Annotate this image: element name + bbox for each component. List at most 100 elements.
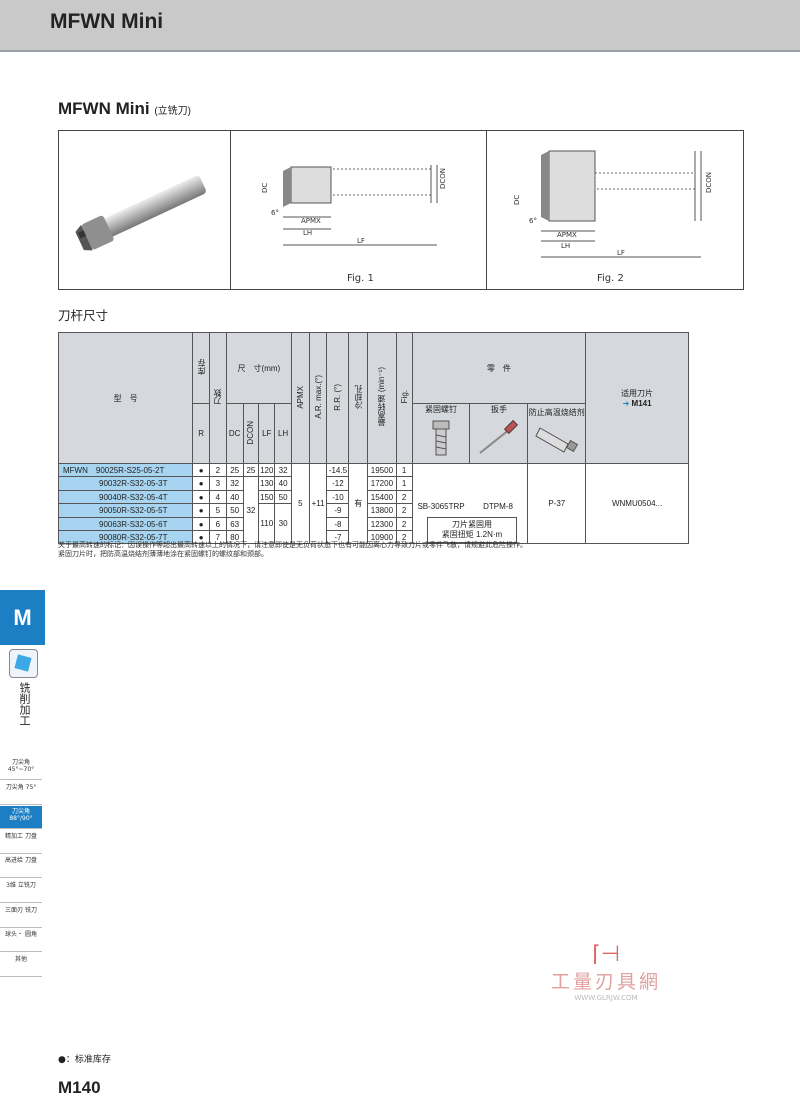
cell-lf: 130 — [258, 476, 276, 491]
cell-dcon: 25 — [242, 463, 260, 477]
arrow-right-icon: ➔ — [622, 399, 630, 408]
cell-rpm: 13800 — [367, 503, 397, 518]
figure-panel: DCON DC 6° APMX LH LF Fig. 1 DCON DC 6° … — [58, 130, 744, 290]
cell-rpm: 19500 — [367, 463, 397, 477]
cell-model-code: 90063R-S32-05-6T — [99, 519, 168, 529]
watermark-logo-icon: ⌈⊣ — [592, 942, 620, 967]
th-parts: 零 件 — [411, 332, 587, 404]
th-insert: 适用刀片 ➔ M141 — [585, 332, 689, 464]
note-1: 关于最高转速的标记：因误操作等超出最高转速以上的情况下，请注意即使是无负荷状态下… — [58, 541, 527, 549]
cell-z: 2 — [209, 463, 227, 477]
cell-model: 90080R-S32-05-7T — [57, 530, 194, 544]
watermark-text: 工量刃具網 — [550, 971, 661, 993]
watermark-url: WWW.GLRJW.COM — [574, 994, 638, 1002]
sidebar-item[interactable]: 精加工 刀盘 — [0, 831, 42, 854]
cell-stock: ● — [192, 530, 210, 544]
label-dcon: DCON — [705, 172, 713, 193]
fig1-caption: Fig. 1 — [347, 273, 374, 284]
cell-dc: 32 — [225, 476, 244, 491]
tube-icon — [535, 427, 578, 453]
cell-model: 90040R-S32-05-4T — [57, 490, 194, 504]
th-compound: 防止高温烧结剂 — [527, 403, 587, 464]
cell-dc: 25 — [225, 463, 244, 477]
cell-fig: 1 — [395, 476, 413, 491]
cell-fig: 2 — [395, 490, 413, 504]
figure-divider — [230, 131, 231, 289]
cell-model-code: 90032R-S32-05-3T — [99, 479, 168, 488]
cell-lh: 32 — [274, 463, 292, 477]
cell-dc: 50 — [225, 503, 244, 518]
torque-note: 刀片紧固用紧固扭矩 1.2N·m — [426, 517, 518, 543]
cell-rr: -14.5 — [326, 463, 350, 477]
th-lh: LH — [274, 403, 292, 464]
cell-z: 3 — [209, 476, 227, 491]
cell-rr: -7 — [326, 530, 350, 544]
sidebar-item[interactable]: 3维 立铣刀 — [0, 880, 42, 903]
cell-rpm: 12300 — [367, 517, 397, 531]
th-ar: A.R. max.(°) — [308, 332, 328, 464]
cell-lh: 50 — [274, 490, 292, 504]
cell-stock: ● — [192, 490, 210, 504]
torque-line-2: 紧固扭矩 1.2N·m — [441, 530, 503, 539]
label-dc: DC — [513, 195, 521, 205]
insert-ref-link[interactable]: ➔ M141 — [622, 399, 652, 408]
cell-stock: ● — [192, 463, 210, 477]
th-dcon: DCON — [242, 403, 260, 464]
sidebar-item[interactable]: 刀尖角 75° — [0, 782, 42, 805]
th-compound-label: 防止高温烧结剂 — [528, 408, 585, 417]
label-dc: DC — [261, 183, 269, 193]
cell-lf: 150 — [258, 490, 276, 504]
cell-dcon: 32 — [242, 476, 260, 544]
cell-fig: 1 — [395, 463, 413, 477]
section-subtitle: (立铣刀) — [154, 106, 191, 117]
cell-dc: 63 — [225, 517, 244, 531]
th-stock-r: R — [192, 403, 210, 464]
cell-model-code: 90040R-S32-05-4T — [99, 492, 168, 502]
cell-dc: 40 — [225, 490, 244, 504]
th-dims: 尺 寸(mm) — [225, 332, 292, 404]
th-lf: LF — [258, 403, 276, 464]
torque-line-1: 刀片紧固用 — [451, 520, 492, 529]
th-stock: 库存 — [192, 332, 210, 404]
sidebar-item[interactable]: 高进给 刀盘 — [0, 855, 42, 879]
sidebar-item[interactable]: 刀尖角 88°/90° — [0, 806, 42, 830]
cell-rr: -12 — [326, 476, 350, 491]
cell-ar: +11 — [308, 463, 328, 544]
sidebar-item[interactable]: 三面刃 铣刀 — [0, 905, 42, 928]
figure-divider — [486, 131, 487, 289]
cell-z: 4 — [209, 490, 227, 504]
wrench-model: DTPM-8 — [483, 502, 513, 511]
cell-dc: 80 — [225, 530, 244, 544]
sidebar-item[interactable]: 其他 — [0, 954, 42, 977]
th-wrench: 扳手 — [469, 403, 529, 464]
cell-rr: -10 — [326, 490, 350, 504]
th-apmx: APMX — [290, 332, 310, 464]
section-tab-m[interactable]: M — [0, 590, 45, 645]
th-screw-label: 紧固螺钉 — [424, 405, 457, 414]
cell-lh: 40 — [274, 476, 292, 491]
header-title: MFWN Mini — [50, 10, 164, 33]
section-title-text: MFWN Mini — [58, 99, 150, 118]
label-apmx: APMX — [557, 231, 577, 239]
cell-rr: -8 — [326, 517, 350, 531]
th-rr: R.R. (°) — [326, 332, 350, 464]
spec-title: 刀杆尺寸 — [58, 308, 109, 323]
cell-model-code: 90050R-S32-05-5T — [99, 506, 168, 515]
sidebar-item[interactable]: 球头・ 圆角 — [0, 929, 42, 953]
note-2: 紧固刀片时，把防高温烧结剂薄薄地涂在紧固螺钉的螺纹部和颈部。 — [58, 550, 268, 558]
section-title: MFWN Mini (立铣刀) — [58, 99, 191, 119]
cell-fig: 2 — [395, 503, 413, 518]
sidebar-item[interactable]: 刀尖角 45°~70° — [0, 757, 42, 780]
cell-compound: P-37 — [527, 463, 587, 544]
watermark: ⌈⊣ 工量刃具網 WWW.GLRJW.COM — [543, 942, 669, 1002]
th-screw: 紧固螺钉 — [411, 403, 471, 464]
cell-insert: WNMU0504... — [585, 463, 689, 544]
cell-model-code: 90025R-S25-05-2T — [95, 465, 165, 475]
cell-z: 5 — [209, 503, 227, 518]
spec-table: 型 号 库存 刀数 尺 寸(mm) APMX A.R. max.(°) R.R.… — [57, 332, 689, 544]
cell-model: 90063R-S32-05-6T — [57, 517, 194, 531]
diagram-fig1: DCON DC 6° APMX LH LF Fig. 1 — [261, 165, 447, 284]
cell-rpm: 17200 — [367, 476, 397, 491]
